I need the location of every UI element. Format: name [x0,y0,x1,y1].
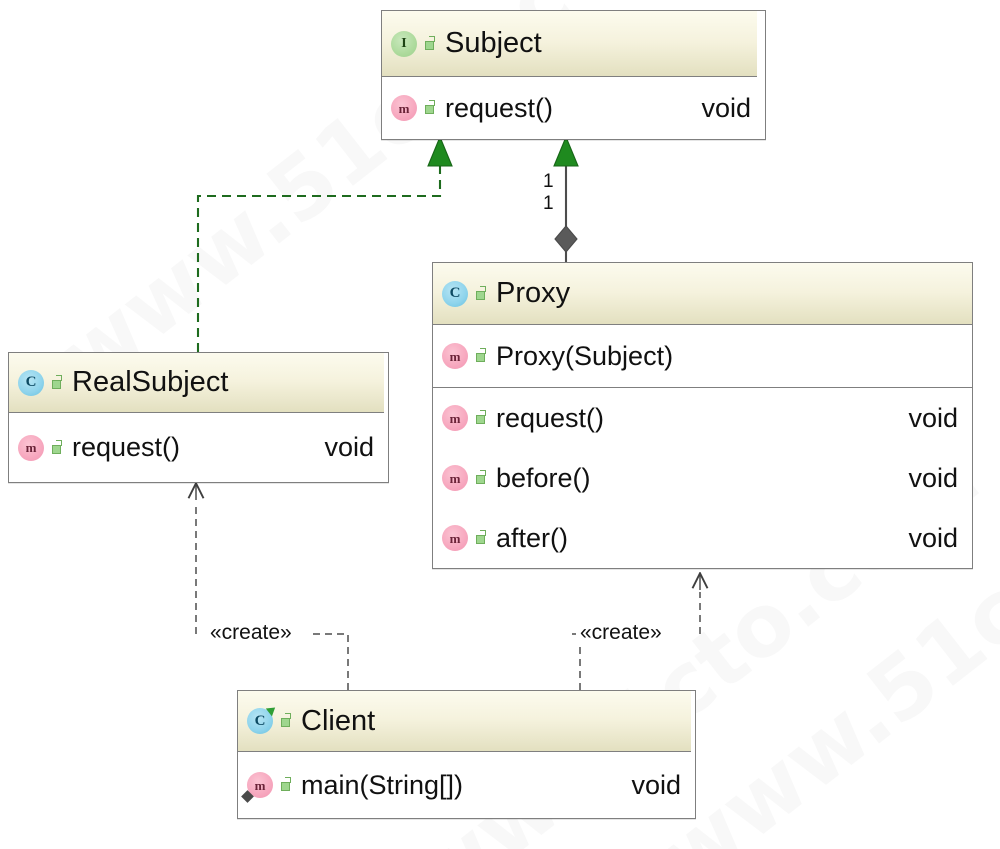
public-icon [423,100,438,116]
member-type: void [631,769,681,800]
public-icon [474,530,489,546]
class-header-realsubject: C RealSubject [9,353,384,413]
member-row[interactable]: m request() void [433,388,972,448]
public-icon [474,348,489,364]
class-section-constructors-proxy: m Proxy(Subject) [433,325,972,387]
class-name-realsubject: RealSubject [72,366,229,398]
edge-label-create-realsubject: «create» [208,621,294,645]
public-icon [50,374,65,391]
member-type: void [908,522,958,553]
class-section-methods-proxy: m request() void m before() void m after… [433,387,972,568]
class-box-realsubject[interactable]: C RealSubject m request() void [8,352,389,483]
member-name: request() [496,402,605,433]
public-icon [474,470,489,486]
class-header-subject: I Subject [382,11,757,77]
member-row[interactable]: m after() void [433,508,972,568]
public-icon [50,439,65,456]
member-name: main(String[]) [301,769,464,800]
relationship-realization [196,135,453,352]
public-icon [474,285,489,302]
member-row[interactable]: m main(String[]) void [238,752,695,818]
member-name: Proxy(Subject) [496,340,674,371]
static-method-icon: m [241,772,273,803]
class-name-proxy: Proxy [496,277,571,309]
method-icon: m [18,434,44,461]
run-arrow-icon [265,703,279,717]
member-type: void [908,462,958,493]
member-row[interactable]: m Proxy(Subject) [433,325,972,387]
runnable-class-icon: C [247,703,279,734]
class-box-proxy[interactable]: C Proxy m Proxy(Subject) m request() voi… [432,262,973,569]
class-section-methods-subject: m request() void [382,77,765,139]
method-icon: m [391,95,417,121]
public-icon [423,35,438,52]
class-box-subject[interactable]: I Subject m request() void [381,10,766,140]
public-icon [279,777,294,793]
method-icon: m [442,405,468,431]
member-name: after() [496,522,569,553]
member-row[interactable]: m before() void [433,448,972,508]
method-icon: m [442,343,468,369]
member-type: void [908,402,958,433]
class-header-client: C Client [238,691,691,752]
class-section-methods-client: m main(String[]) void [238,752,695,818]
method-icon: m [442,525,468,551]
class-box-client[interactable]: C Client m main(String[]) void [237,690,696,819]
class-name-subject: Subject [445,27,542,59]
relationship-create-realsubject [196,484,349,690]
member-name: request() [72,432,181,462]
public-icon [279,713,294,729]
edge-label-create-proxy: «create» [578,621,664,645]
relationship-composition [553,135,579,262]
multiplicity-source: 1 [543,171,554,192]
method-icon: m [442,465,468,491]
member-name: before() [496,462,591,493]
class-section-methods-realsubject: m request() void [9,413,388,482]
member-type: void [701,92,751,123]
class-header-proxy: C Proxy [433,263,972,325]
class-icon: C [442,280,468,307]
member-row[interactable]: m request() void [9,413,388,482]
member-row[interactable]: m request() void [382,77,765,139]
public-icon [474,410,489,426]
multiplicity-target: 1 [543,193,554,214]
static-modifier-icon [241,790,254,803]
member-name: request() [445,92,554,123]
interface-icon: I [391,30,417,57]
class-icon: C [18,369,44,396]
member-type: void [324,432,374,462]
class-name-client: Client [301,704,376,737]
